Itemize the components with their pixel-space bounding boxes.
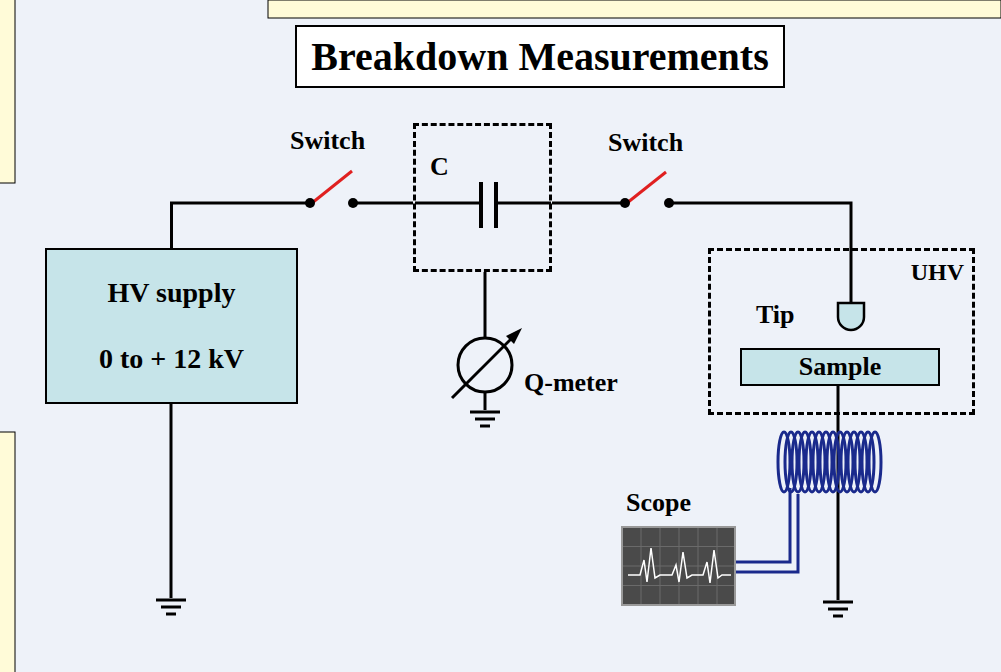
ground-symbol xyxy=(470,412,500,426)
oscilloscope-icon xyxy=(622,527,735,605)
title-box: Breakdown Measurements xyxy=(295,25,785,88)
sample-box: Sample xyxy=(740,348,940,386)
frame-strip xyxy=(0,0,15,183)
frame-strip xyxy=(268,0,1001,18)
scope-label: Scope xyxy=(626,488,691,518)
switch-label: Switch xyxy=(608,128,683,158)
node-label: HV supply xyxy=(108,277,236,309)
frame-strip xyxy=(0,432,15,672)
node-label: Sample xyxy=(799,352,881,382)
diagram-title: Breakdown Measurements xyxy=(311,34,768,80)
node-label: UHV xyxy=(911,259,964,287)
switch-label: Switch xyxy=(290,126,365,156)
power-supply-box: HV supply 0 to + 12 kV xyxy=(45,248,298,404)
current-coil xyxy=(778,432,881,492)
tip-shape xyxy=(836,301,866,333)
capacitor-symbol xyxy=(415,182,551,228)
q-meter-symbol xyxy=(452,272,522,410)
switch-symbol xyxy=(305,171,358,208)
ground-wire xyxy=(170,404,173,598)
ground-symbol xyxy=(156,600,186,614)
ground-symbol xyxy=(823,602,853,616)
node-label: C xyxy=(430,152,449,182)
circuit-wire xyxy=(172,203,414,248)
probe-lead xyxy=(735,488,798,572)
vacuum-chamber: UHV TipSample xyxy=(708,248,975,415)
node-label: Tip xyxy=(756,300,795,330)
switch-symbol xyxy=(620,172,674,208)
node-label: 0 to + 12 kV xyxy=(99,343,244,375)
meter-label: Q-meter xyxy=(524,368,618,398)
tip-electrode: Tip xyxy=(756,300,866,334)
capacitor-housing: C xyxy=(413,123,552,272)
circuit-wire xyxy=(552,203,851,303)
